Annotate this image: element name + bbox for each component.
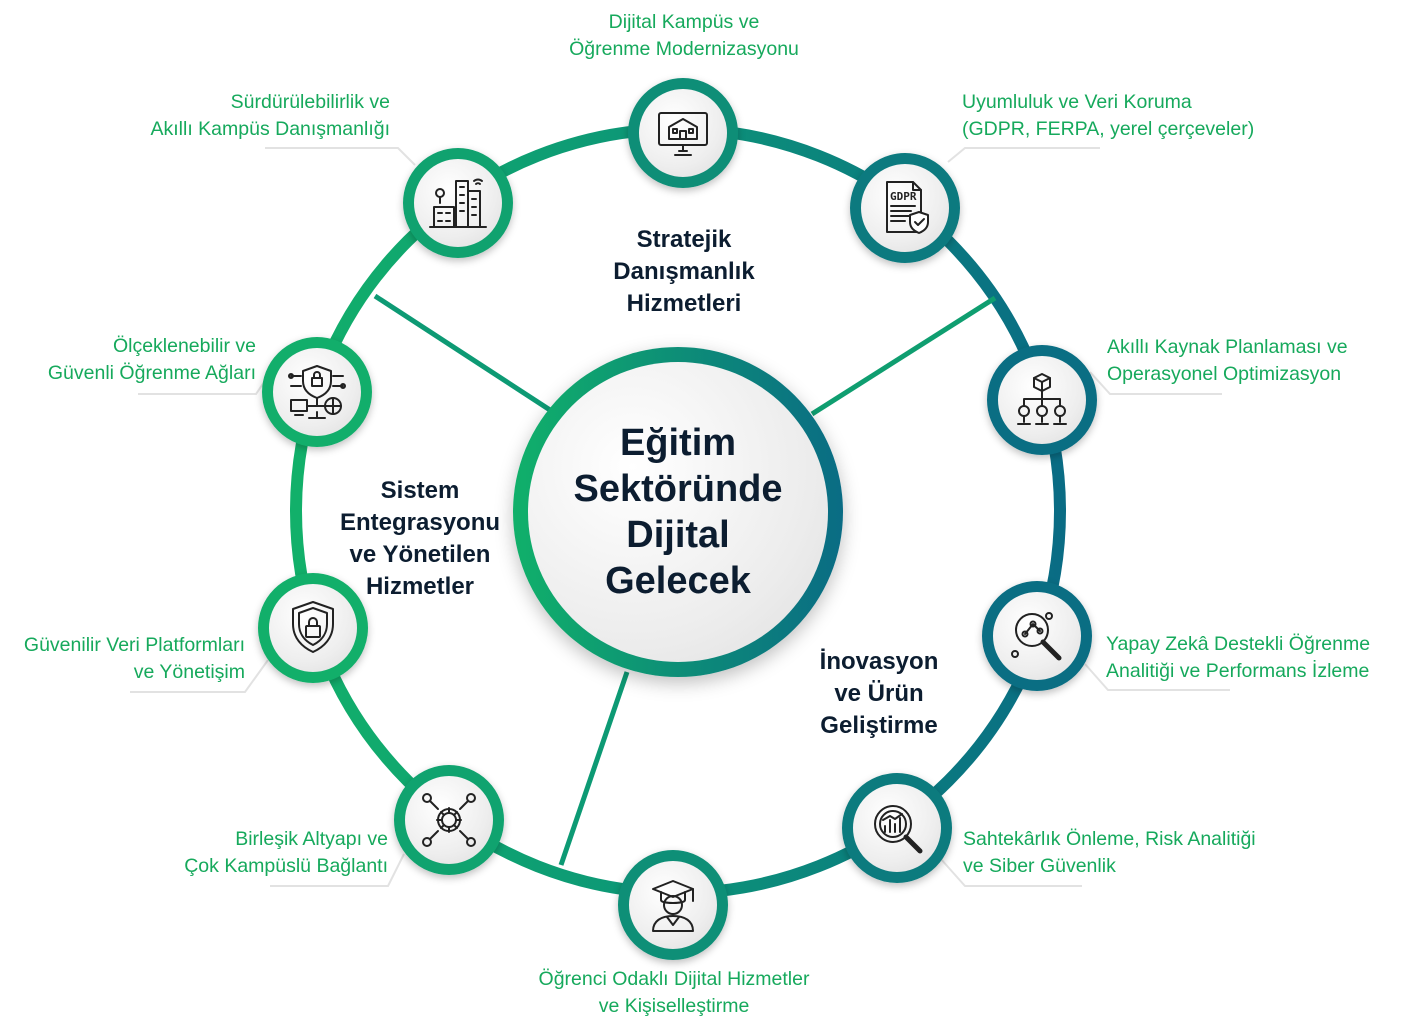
gdpr-document-shield-icon: GDPR <box>886 181 929 234</box>
service-label-line: Uyumluluk ve Veri Koruma <box>962 91 1192 113</box>
section-label-line: Stratejik <box>636 226 732 253</box>
service-node-2: GDPR <box>850 153 960 263</box>
service-label-3: Akıllı Kaynak Planlaması ve Operasyonel O… <box>1107 334 1348 387</box>
service-label-line: ve Siber Güvenlik <box>963 854 1116 877</box>
section-label-line: Hizmetleri <box>626 290 742 317</box>
service-label-line: Akıllı Kampüs Danışmanlığı <box>150 117 390 140</box>
divider-line-left <box>373 293 552 413</box>
service-label-line: Akıllı Kaynak Planlaması ve <box>1107 336 1348 358</box>
service-node-8 <box>258 573 368 683</box>
section-label-line: Hizmetler <box>365 573 475 600</box>
service-label-line: Çok Kampüslü Bağlantı <box>184 854 388 877</box>
service-label-5: Sahtekârlık Önleme, Risk Analitiği ve Sib… <box>963 826 1256 879</box>
service-label-line: (GDPR, FERPA, yerel çerçeveler) <box>962 117 1255 140</box>
service-label-line: Operasyonel Optimizasyon <box>1107 362 1342 385</box>
service-node-5 <box>842 773 952 883</box>
center-title-line: Sektöründe <box>573 468 783 510</box>
service-node-1 <box>628 78 738 188</box>
service-label-line: Güvenilir Veri Platformları <box>23 634 245 656</box>
service-label-line: ve Kişiselleştirme <box>598 994 750 1017</box>
service-label-line: Sahtekârlık Önleme, Risk Analitiği <box>963 828 1256 850</box>
service-label-line: Güvenli Öğrenme Ağları <box>47 361 256 384</box>
service-label-line: Ölçeklenebilir ve <box>112 335 256 357</box>
service-label-6: Öğrenci Odaklı Dijital Hizmetler ve Kişis… <box>539 966 810 1019</box>
service-label-7: Birleşik Altyapı ve Çok Kampüslü Bağlantı <box>184 826 388 879</box>
service-label-line: Yapay Zekâ Destekli Öğrenme <box>1106 633 1371 655</box>
section-label-line: Danışmanlık <box>613 258 755 285</box>
service-label-line: ve Yönetişim <box>133 660 245 683</box>
section-label-line: İnovasyon <box>819 648 939 675</box>
fraud-risk-analytics-icon <box>874 805 923 854</box>
service-label-2: Uyumluluk ve Veri Koruma (GDPR, FERPA, ye… <box>962 89 1254 142</box>
service-node-7 <box>394 765 504 875</box>
campus-monitor-icon <box>658 112 708 156</box>
section-label-line: ve Ürün <box>834 680 924 707</box>
section-label-line: Entegrasyonu <box>339 509 501 536</box>
service-node-10 <box>403 148 513 258</box>
divider-line-bottom <box>558 671 630 866</box>
leader-line <box>947 147 1100 163</box>
center-title-line: Gelecek <box>605 560 751 602</box>
service-node-3 <box>987 345 1097 455</box>
svg-text:GDPR: GDPR <box>890 190 917 203</box>
gear-network-icon <box>422 793 476 847</box>
section-strategic-consulting: Stratejik Danışmanlık Hizmetleri <box>613 224 754 320</box>
leader-line <box>1089 371 1222 395</box>
center-title-line: Dijital <box>626 514 730 556</box>
service-label-10: Sürdürülebilirlik ve Akıllı Kampüs Danışm… <box>150 89 390 142</box>
secure-network-lock-icon <box>288 365 346 419</box>
ai-analytics-magnifier-icon <box>1011 612 1062 661</box>
section-label-line: Sistem <box>380 477 460 504</box>
leader-line <box>1084 663 1230 691</box>
resource-planning-icon <box>1017 373 1067 425</box>
section-label-line: ve Yönetilen <box>349 541 491 568</box>
service-label-8: Güvenilir Veri Platformları ve Yönetişim <box>24 632 245 685</box>
service-label-1: Dijital Kampüs ve Öğrenme Modernizasyonu <box>569 9 799 62</box>
service-node-6 <box>618 850 728 960</box>
student-graduate-icon <box>652 880 694 932</box>
service-label-line: Sürdürülebilirlik ve <box>230 91 390 113</box>
leader-line <box>270 853 405 887</box>
service-label-line: Analitiği ve Performans İzleme <box>1106 659 1370 682</box>
smart-city-icon <box>429 178 487 228</box>
service-label-line: Birleşik Altyapı ve <box>235 828 388 850</box>
service-label-line: Dijital Kampüs ve <box>608 11 760 33</box>
center-title-line: Eğitim <box>619 422 737 464</box>
service-label-line: Öğrenme Modernizasyonu <box>569 37 799 60</box>
section-label-line: Geliştirme <box>820 712 938 739</box>
service-node-4 <box>982 581 1092 691</box>
leader-line <box>130 659 269 693</box>
leader-line <box>939 857 1082 887</box>
section-system-integration: Sistem Entegrasyonu ve Yönetilen Hizmetl… <box>340 475 500 603</box>
center-hub: Eğitim Sektöründe Dijital Gelecek <box>513 347 843 677</box>
section-innovation: İnovasyon ve Ürün Geliştirme <box>820 646 939 742</box>
divider-line-right <box>810 295 997 417</box>
service-label-line: Öğrenci Odaklı Dijital Hizmetler <box>538 968 810 990</box>
center-title: Eğitim Sektöründe Dijital Gelecek <box>548 420 808 604</box>
leader-line <box>265 147 416 166</box>
center-hub-inner: Eğitim Sektöründe Dijital Gelecek <box>528 362 828 662</box>
service-node-9 <box>262 337 372 447</box>
service-label-9: Ölçeklenebilir ve Güvenli Öğrenme Ağları <box>48 333 256 386</box>
shield-lock-icon <box>292 601 334 653</box>
